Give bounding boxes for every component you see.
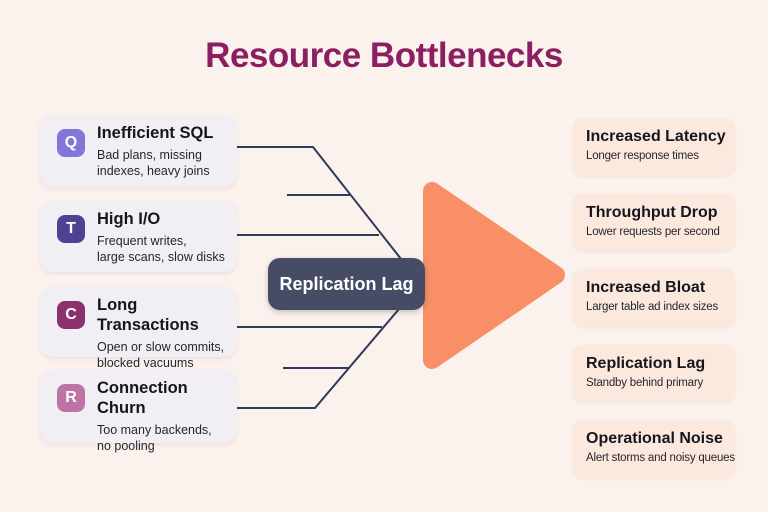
badge-c-icon: C (57, 301, 85, 329)
effect-title: Increased Bloat (586, 279, 706, 296)
effect-card-replication-lag: Replication Lag Standby behind primary (573, 345, 735, 402)
cause-desc: Bad plans, missing indexes, heavy joins (97, 147, 210, 179)
effect-card-operational-noise: Operational Noise Alert storms and noisy… (573, 420, 735, 478)
effect-title: Increased Latency (586, 128, 726, 145)
effect-title: Operational Noise (586, 430, 723, 447)
cause-card-long-transactions: C Long Transactions Open or slow commits… (40, 287, 237, 370)
cause-desc: Open or slow commits, blocked vacuums (97, 339, 225, 371)
center-node-replication-lag: Replication Lag (268, 258, 425, 310)
effect-desc: Lower requests per second (586, 226, 720, 239)
badge-t-icon: T (57, 215, 85, 243)
cause-text: High I/O Frequent writes, large scans, s… (97, 210, 225, 266)
right-arrow-icon (423, 182, 565, 369)
effect-title: Throughput Drop (586, 204, 718, 221)
cause-title: Connection Churn (97, 379, 188, 417)
effect-desc: Larger table ad index sizes (586, 301, 719, 314)
cause-title: Long Transactions (97, 296, 199, 334)
cause-card-inefficient-sql: Q Inefficient SQL Bad plans, missing ind… (40, 115, 237, 187)
cause-text: Connection Churn Too many backends, no p… (97, 379, 229, 455)
cause-desc: Too many backends, no pooling (97, 422, 212, 454)
cause-card-high-io: T High I/O Frequent writes, large scans,… (40, 201, 237, 272)
effect-card-increased-latency: Increased Latency Longer response times (573, 118, 735, 176)
effect-desc: Standby behind primary (586, 377, 704, 390)
effect-desc: Longer response times (586, 150, 699, 163)
cause-text: Inefficient SQL Bad plans, missing index… (97, 124, 213, 180)
badge-q-icon: Q (57, 129, 85, 157)
effect-card-throughput-drop: Throughput Drop Lower requests per secon… (573, 194, 735, 251)
cause-text: Long Transactions Open or slow commits, … (97, 296, 229, 372)
effect-card-increased-bloat: Increased Bloat Larger table ad index si… (573, 269, 735, 327)
cause-desc: Frequent writes, large scans, slow disks (97, 233, 225, 265)
effect-desc: Alert storms and noisy queues (586, 452, 735, 465)
page-title: Resource Bottlenecks (205, 36, 563, 75)
cause-card-connection-churn: R Connection Churn Too many backends, no… (40, 370, 237, 453)
cause-title: Inefficient SQL (97, 124, 214, 142)
badge-r-icon: R (57, 384, 85, 412)
connector-cause-4 (237, 308, 400, 409)
cause-title: High I/O (97, 210, 161, 228)
effect-title: Replication Lag (586, 355, 706, 372)
connector-cause-1 (237, 146, 402, 260)
